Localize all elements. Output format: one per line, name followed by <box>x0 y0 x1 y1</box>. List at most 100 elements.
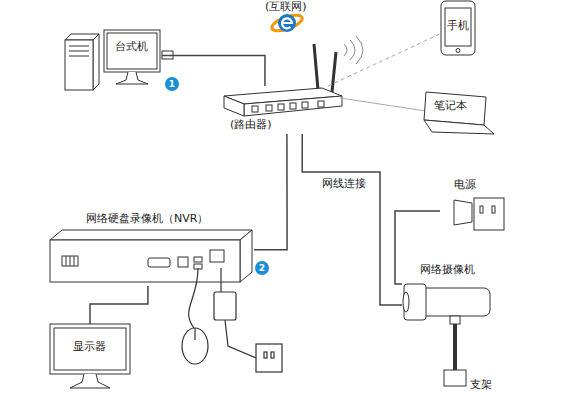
cable-connector <box>162 56 265 86</box>
nvr-device <box>74 256 75 266</box>
nvr-device <box>50 230 252 240</box>
callout-circle <box>165 77 269 275</box>
display-monitor <box>70 374 110 388</box>
router-device <box>302 102 308 108</box>
phone-device <box>441 1 475 55</box>
wall-socket <box>480 206 483 213</box>
router-device <box>224 36 363 116</box>
desktop-monitor <box>116 72 148 84</box>
callout-number: 2 <box>255 262 269 275</box>
power-adapter <box>225 320 256 358</box>
network-camera <box>403 284 490 386</box>
router-box: (路由器) <box>222 86 340 134</box>
router-device <box>344 36 363 64</box>
laptop-box: 笔记本 <box>424 90 490 136</box>
nvr-device <box>178 257 188 267</box>
desktop-monitor <box>107 33 157 69</box>
nvr-box: 网络硬盘录像机（NVR） <box>48 212 254 286</box>
router-device <box>244 96 342 116</box>
node-text: 网络硬盘录像机（NVR） <box>86 212 208 225</box>
cloud-icon: (互联网) <box>262 0 312 36</box>
monitor-box: 显示器 <box>50 324 130 388</box>
cable-connector <box>90 286 148 324</box>
nvr-device <box>210 250 224 262</box>
laptop-device <box>424 92 486 125</box>
node-text: 网络摄像机 <box>420 263 475 276</box>
desktop-tower <box>69 51 89 52</box>
edge-label: 网线连接 <box>322 177 366 190</box>
power-adapter <box>214 292 236 320</box>
network-camera <box>444 370 466 386</box>
phone-device <box>441 1 475 55</box>
mouse-and-cable <box>194 328 195 340</box>
internet-icon <box>278 14 296 32</box>
mouse-and-cable <box>189 268 198 328</box>
power-box: 电源 <box>440 178 510 238</box>
cable-connector <box>254 134 287 250</box>
nvr-device <box>66 256 67 266</box>
network-camera <box>450 316 460 324</box>
cable-connector <box>340 98 424 111</box>
wall-socket <box>474 198 504 230</box>
router-device <box>332 52 336 92</box>
nvr-device <box>62 256 78 266</box>
network-camera <box>404 284 426 320</box>
network-camera <box>403 292 409 312</box>
mouse-and-cable <box>182 328 208 364</box>
power-adapter <box>214 268 282 372</box>
nvr-device <box>50 240 240 282</box>
desktop-monitor <box>104 30 173 84</box>
router-device <box>224 96 244 116</box>
wall-socket <box>454 200 472 225</box>
router-device <box>266 105 272 111</box>
router-device <box>290 103 296 109</box>
internet-icon <box>270 12 304 34</box>
cable-connector <box>328 33 441 86</box>
desktop-monitor <box>104 30 160 72</box>
router-device <box>314 44 318 90</box>
power-adapter <box>271 352 274 358</box>
laptop-device <box>424 92 494 134</box>
node-text: (路由器) <box>230 118 272 131</box>
part-label: 支架 <box>470 378 492 391</box>
node-text: 台式机 <box>115 40 148 53</box>
phone-device <box>445 8 471 46</box>
laptop-device <box>424 120 494 134</box>
callout-number: 1 <box>165 78 179 91</box>
desktop-tower <box>93 34 99 90</box>
display-monitor <box>50 324 130 374</box>
wall-socket <box>454 198 504 230</box>
nvr-device <box>50 230 252 282</box>
callout-circle <box>255 261 269 275</box>
router-device <box>278 104 284 110</box>
node-text: 手机 <box>447 19 469 32</box>
nvr-device <box>240 230 252 282</box>
network-camera <box>453 324 457 372</box>
desktop-tower <box>69 46 89 47</box>
wall-socket <box>492 206 495 213</box>
router-device <box>318 101 324 107</box>
node-text: 电源 <box>454 178 476 191</box>
nvr-device <box>148 258 170 267</box>
display-monitor <box>54 328 126 370</box>
power-adapter <box>220 268 221 292</box>
router-device <box>252 106 258 112</box>
desktop-box: 台式机 <box>104 28 162 74</box>
nvr-device <box>70 256 71 266</box>
node-text: (互联网) <box>265 0 307 13</box>
node-text: 显示器 <box>73 340 106 353</box>
callout-circle <box>165 77 179 91</box>
power-adapter <box>256 344 282 372</box>
power-adapter <box>264 352 267 358</box>
display-monitor <box>50 324 130 388</box>
nvr-device <box>194 257 202 262</box>
desktop-tower <box>69 56 89 57</box>
camera-box: 网络摄像机 <box>402 263 497 323</box>
phone-device <box>456 49 460 53</box>
node-text: 笔记本 <box>434 99 467 112</box>
phone-box: 手机 <box>441 1 475 55</box>
mouse-and-cable <box>182 268 208 364</box>
internet-icon <box>270 12 304 34</box>
desktop-tower <box>65 40 93 90</box>
